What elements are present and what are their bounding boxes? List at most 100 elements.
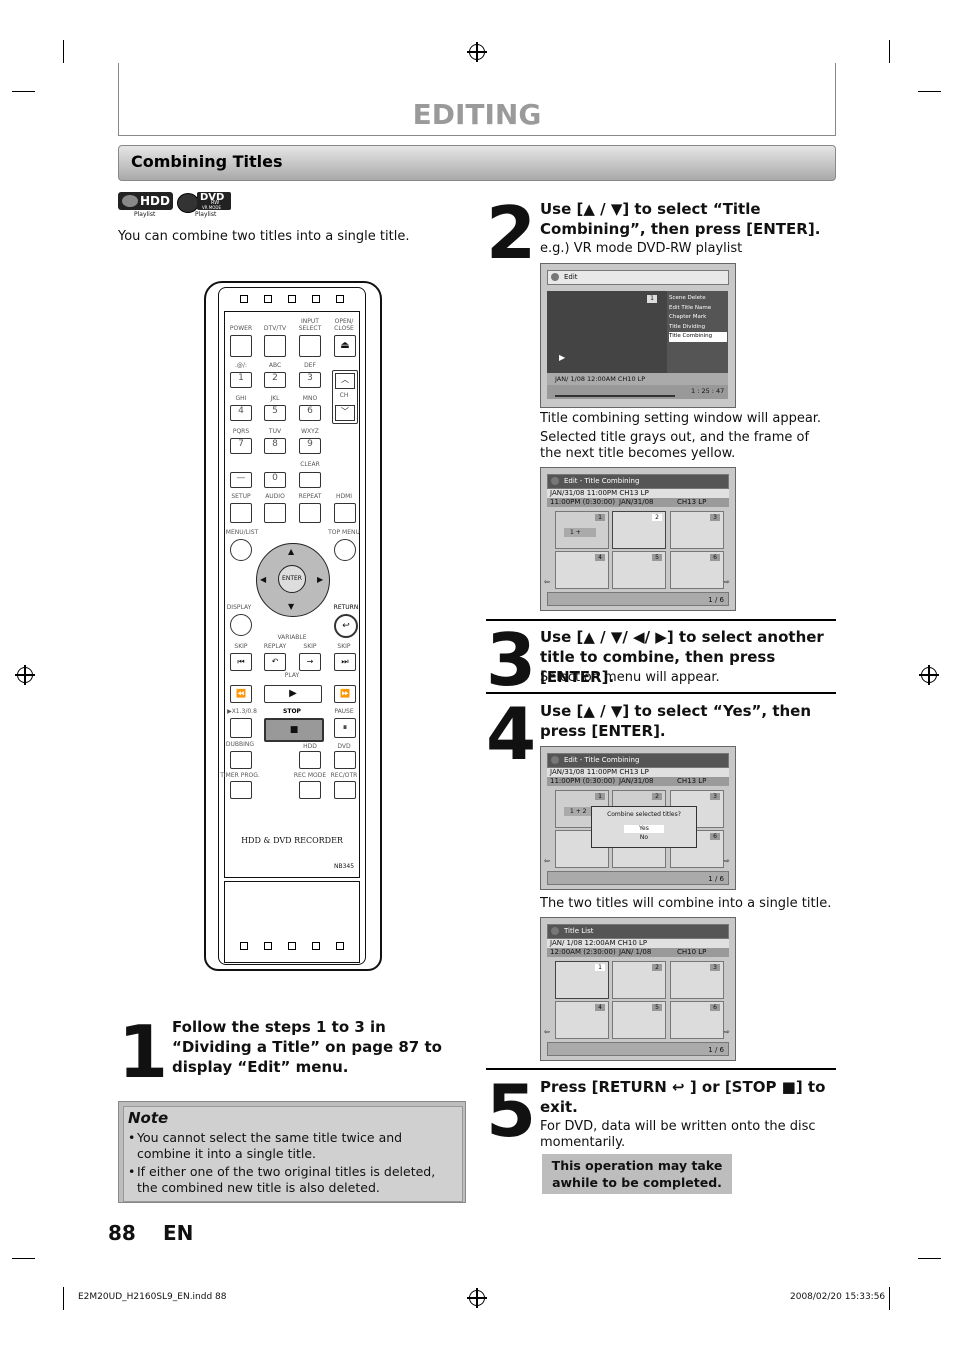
key2-label: ABC xyxy=(268,362,282,369)
note-item-text: If either one of the two original titles… xyxy=(137,1164,436,1195)
variable-label: VARIABLE xyxy=(277,634,307,641)
repeat-button[interactable] xyxy=(299,503,321,523)
rewind-button[interactable]: ⏪ xyxy=(230,685,252,703)
dvd-button[interactable] xyxy=(334,751,356,769)
clear-button[interactable] xyxy=(299,472,321,488)
channel-up-icon[interactable]: ︿ xyxy=(335,373,355,389)
thumb-number: 6 xyxy=(710,554,720,561)
menu-title-dividing[interactable]: Title Dividing xyxy=(669,323,706,330)
rec-mode-button[interactable] xyxy=(299,781,321,799)
channel-down-icon[interactable]: ﹀ xyxy=(335,405,355,421)
title-thumbnail[interactable]: 5 xyxy=(612,551,666,589)
speed-button[interactable] xyxy=(230,718,252,738)
osd-page: 1 / 6 xyxy=(547,1042,729,1056)
page-left-icon[interactable]: ⇦ xyxy=(544,857,550,865)
key4-label: GHI xyxy=(235,395,247,402)
page-left-icon[interactable]: ⇦ xyxy=(544,578,550,586)
open-close-button[interactable]: ⏏ xyxy=(334,335,356,357)
confirm-screen: Edit - Title Combining JAN/31/08 11:00PM… xyxy=(540,746,736,890)
title-thumbnail[interactable]: 4 xyxy=(555,551,609,589)
return-label: RETURN xyxy=(333,604,359,611)
title-thumbnail[interactable]: 1 xyxy=(555,961,609,999)
hdmi-button[interactable] xyxy=(334,503,356,523)
skip-next-button[interactable]: ⏭ xyxy=(334,653,356,671)
channel-rocker[interactable] xyxy=(332,370,358,424)
thumb-number: 2 xyxy=(652,964,662,971)
model-label: NB345 xyxy=(334,863,355,870)
display-button[interactable] xyxy=(230,614,252,636)
menu-scene-delete[interactable]: Scene Delete xyxy=(669,295,706,301)
digit-6-button[interactable]: 6 xyxy=(299,405,321,421)
step-5-heading: Press [RETURN ↩ ] or [STOP ■] to exit. xyxy=(540,1078,826,1116)
dvd-label: DVD xyxy=(200,192,225,203)
osd-info-date: JAN/31/08 xyxy=(619,777,654,785)
nav-ring[interactable] xyxy=(256,543,330,617)
skip-forward-button[interactable]: → xyxy=(299,653,321,671)
title-thumbnail[interactable]: 4 xyxy=(555,1001,609,1039)
dash-button[interactable]: — xyxy=(230,472,252,488)
step-5-number: 5 xyxy=(486,1069,537,1153)
page-title: EDITING xyxy=(412,98,542,131)
crop-mark xyxy=(889,40,890,63)
digit-5-button[interactable]: 5 xyxy=(264,405,286,421)
osd-info-time: 11:00PM (0:30:00) xyxy=(550,498,616,506)
timer-prog-button[interactable] xyxy=(230,781,252,799)
dtv-button[interactable] xyxy=(264,335,286,357)
skip-back-button[interactable]: ⏮ xyxy=(230,653,252,671)
enter-button[interactable]: ENTER xyxy=(278,565,306,593)
stop-button[interactable]: ■ xyxy=(264,718,324,742)
yes-option[interactable]: Yes xyxy=(624,825,664,833)
thumb-number: 4 xyxy=(595,554,605,561)
setup-button[interactable] xyxy=(230,503,252,523)
up-arrow-icon[interactable]: ▲ xyxy=(288,547,295,556)
title-thumbnail[interactable]: 2 xyxy=(612,511,666,549)
clear-label: CLEAR xyxy=(300,461,320,468)
audio-button[interactable] xyxy=(264,503,286,523)
rec-otr-button[interactable] xyxy=(334,781,356,799)
down-arrow-icon[interactable]: ▼ xyxy=(288,602,295,611)
title-thumbnail[interactable]: 6 xyxy=(670,1001,724,1039)
return-button[interactable]: ↩ xyxy=(334,614,358,638)
registration-mark-icon xyxy=(467,1288,487,1308)
thumb-number: 2 xyxy=(652,514,662,521)
page-right-icon[interactable]: ⇨ xyxy=(724,578,730,586)
digit-8-button[interactable]: 8 xyxy=(264,438,286,454)
page-left-icon[interactable]: ⇦ xyxy=(544,1028,550,1036)
power-button[interactable] xyxy=(230,335,252,357)
digit-2-button[interactable]: 2 xyxy=(264,372,286,388)
play-button[interactable]: ▶ xyxy=(264,685,322,703)
page-right-icon[interactable]: ⇨ xyxy=(724,857,730,865)
osd-info-date: JAN/31/08 xyxy=(619,498,654,506)
digit-3-button[interactable]: 3 xyxy=(299,372,321,388)
top-menu-button[interactable] xyxy=(334,539,356,561)
digit-1-button[interactable]: 1 xyxy=(230,372,252,388)
title-thumbnail[interactable]: 3 xyxy=(670,511,724,549)
menu-chapter-mark[interactable]: Chapter Mark xyxy=(669,314,707,320)
thumb-number: 1 xyxy=(595,793,605,800)
right-arrow-icon[interactable]: ▶ xyxy=(317,575,324,584)
dubbing-button[interactable] xyxy=(230,751,252,769)
digit-0-button[interactable]: 0 xyxy=(264,472,286,488)
title-thumbnail[interactable]: 2 xyxy=(612,961,666,999)
input-button[interactable] xyxy=(299,335,321,357)
no-option[interactable]: No xyxy=(639,834,649,841)
title-thumbnail[interactable]: 5 xyxy=(612,1001,666,1039)
digit-7-button[interactable]: 7 xyxy=(230,438,252,454)
hdd-button[interactable] xyxy=(299,751,321,769)
digit-9-button[interactable]: 9 xyxy=(299,438,321,454)
fast-forward-button[interactable]: ⏩ xyxy=(334,685,356,703)
title-thumbnail[interactable]: 6 xyxy=(670,551,724,589)
page-right-icon[interactable]: ⇨ xyxy=(724,1028,730,1036)
menu-edit-title-name[interactable]: Edit Title Name xyxy=(669,304,712,311)
menu-title-combining[interactable]: Title Combining xyxy=(669,332,727,342)
pause-button[interactable]: ⏸ xyxy=(334,718,356,738)
note-item: •You cannot select the same title twice … xyxy=(128,1130,456,1162)
thumb-number: 5 xyxy=(652,1004,662,1011)
digit-4-button[interactable]: 4 xyxy=(230,405,252,421)
replay-button[interactable]: ↶ xyxy=(264,653,286,671)
menu-list-button[interactable] xyxy=(230,539,252,561)
left-arrow-icon[interactable]: ◀ xyxy=(260,575,267,584)
title-thumbnail[interactable]: 3 xyxy=(670,961,724,999)
thumb-number: 5 xyxy=(652,554,662,561)
